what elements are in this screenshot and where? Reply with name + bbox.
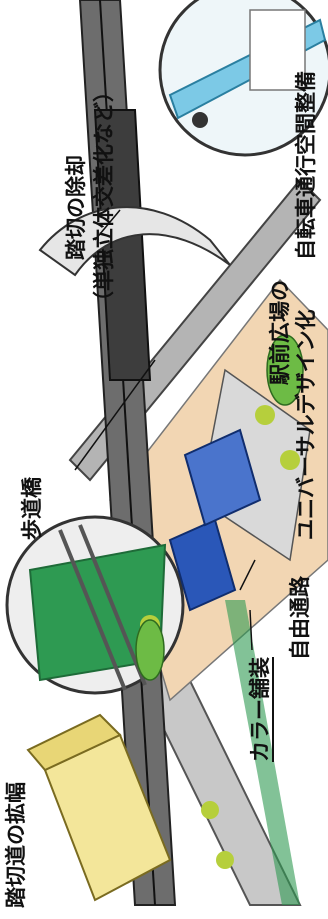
label-bike-lane: 自転車通行空間整備 xyxy=(294,71,318,260)
leader-crossing-removal xyxy=(94,209,121,241)
leader-color-paving xyxy=(249,609,253,651)
elevated-viaduct xyxy=(93,109,152,381)
label-station-plaza-1: 駅前広場の xyxy=(268,280,292,385)
tree xyxy=(280,450,300,470)
leader-free-passage xyxy=(239,559,256,591)
station-annex xyxy=(183,428,262,527)
tree xyxy=(255,405,275,425)
tree xyxy=(216,851,234,869)
tree xyxy=(201,801,219,819)
color-paving-strip xyxy=(225,600,300,905)
label-free-passage: 自由通路 xyxy=(288,576,312,660)
cyclist-icon xyxy=(192,112,208,128)
station-building xyxy=(168,518,237,612)
green-lawn xyxy=(135,619,165,681)
bike-lane-wall xyxy=(249,9,306,91)
label-crossing-removal-1: 踏切の除却 xyxy=(64,155,88,260)
label-footbridge: 歩道橋 xyxy=(20,477,44,540)
crossing-rail-2 xyxy=(78,524,147,686)
crossing-rail-1 xyxy=(58,529,127,691)
label-station-plaza-2: ユニバーサルデザイン化 xyxy=(294,309,318,540)
leader-footbridge xyxy=(74,359,156,471)
overpass-road xyxy=(38,206,231,277)
green-lawn xyxy=(266,334,304,406)
label-crossing-widen: 踏切道の拡幅 xyxy=(4,782,28,908)
office-building-roof xyxy=(26,713,122,772)
label-crossing-removal-2: （単独立体交差化など） xyxy=(92,81,116,312)
label-color-paving: カラー舗装 xyxy=(248,657,274,762)
